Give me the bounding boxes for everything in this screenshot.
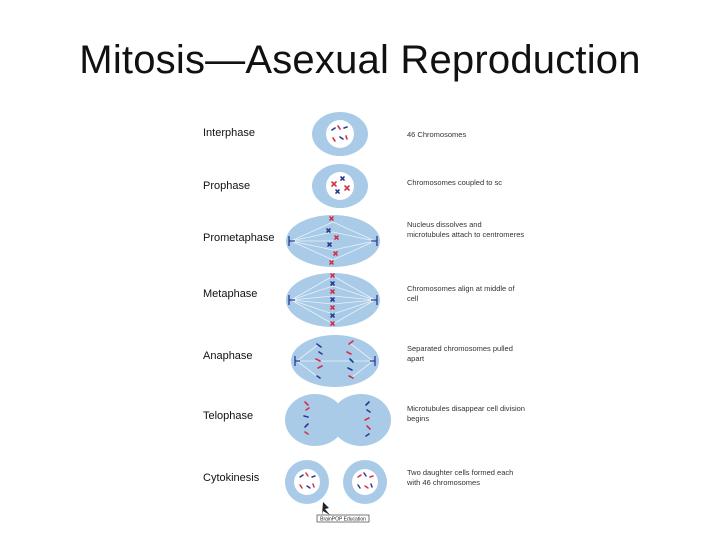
brainpop-logo: BrainPOP Education xyxy=(316,502,370,523)
cytokinesis-daughter-cell-left xyxy=(285,460,329,504)
stage-name: Prophase xyxy=(203,180,251,192)
slide-title: Mitosis—Asexual Reproduction xyxy=(79,38,641,82)
stage-name: Anaphase xyxy=(203,350,253,362)
stage-prophase: Prophase Chromosomes coupled to sc xyxy=(195,162,525,222)
stage-description: Microtubules disappear cell division beg… xyxy=(407,404,525,423)
svg-text:BrainPOP Education: BrainPOP Education xyxy=(320,517,366,523)
metaphase-cell xyxy=(286,273,380,327)
anaphase-cell xyxy=(291,335,379,387)
stage-name: Cytokinesis xyxy=(203,472,260,484)
stage-telophase: Telophase Microtubules disappear cell di… xyxy=(195,392,525,452)
mitosis-diagram: Interphase 46 Chromosomes Prophase xyxy=(195,108,525,528)
prophase-cell xyxy=(312,164,368,208)
stage-description: Separated chromosomes pulled apart xyxy=(407,344,513,363)
interphase-cell xyxy=(312,112,368,156)
stage-prometaphase: Prometaphase Nucleus dissolves and micro… xyxy=(195,212,525,272)
stage-description: 46 Chromosomes xyxy=(407,130,467,139)
stage-name: Metaphase xyxy=(203,288,258,300)
stage-description: Nucleus dissolves and microtubules attac… xyxy=(407,220,525,239)
stage-interphase: Interphase 46 Chromosomes xyxy=(195,108,525,168)
stage-cytokinesis: Cytokinesis xyxy=(195,454,525,514)
stage-name: Interphase xyxy=(203,127,255,139)
stage-description: Chromosomes coupled to sc xyxy=(407,178,503,187)
prometaphase-cell xyxy=(286,215,380,267)
stage-description: Chromosomes align at middle of cell xyxy=(407,284,515,303)
stage-name: Prometaphase xyxy=(203,232,275,244)
stage-description: Two daughter cells formed each with 46 c… xyxy=(407,468,514,487)
telophase-cell xyxy=(285,394,391,446)
cytokinesis-daughter-cell-right xyxy=(343,460,387,504)
stage-anaphase: Anaphase Separated chromosomes pulled ap… xyxy=(195,332,525,392)
stage-metaphase: Metaphase Chromosomes align at middle of… xyxy=(195,270,525,330)
stage-name: Telophase xyxy=(203,410,254,422)
